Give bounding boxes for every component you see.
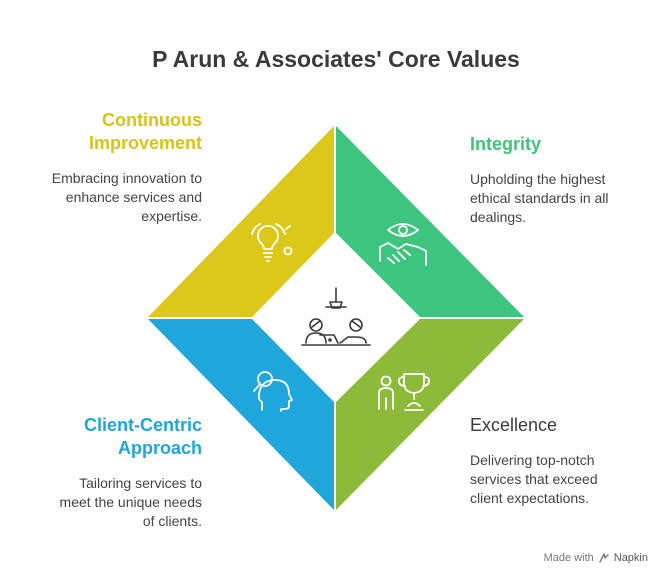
- quadrant-integrity: [336, 126, 524, 317]
- heading-line: Client-Centric: [83, 415, 202, 435]
- meeting-people-icon: [301, 287, 371, 346]
- desc-line: enhance services and: [65, 189, 202, 205]
- heading-line: Continuous: [102, 110, 202, 130]
- page-title: P Arun & Associates' Core Values: [152, 46, 520, 72]
- desc-line: expertise.: [141, 208, 202, 224]
- value-integrity: Integrity Upholding the highest ethical …: [470, 133, 655, 227]
- desc-line: Upholding the highest: [470, 171, 606, 187]
- lightbulb-icon: [251, 223, 293, 262]
- desc-integrity: Upholding the highest ethical standards …: [470, 170, 655, 227]
- eye-handshake-icon: [379, 223, 427, 266]
- person-trophy-icon: [378, 373, 431, 411]
- desc-line: client expectations.: [470, 490, 590, 506]
- quadrant-continuous-improvement: [148, 126, 334, 317]
- desc-line: Embracing innovation to: [51, 170, 202, 186]
- heading-line: Approach: [117, 438, 202, 458]
- desc-client-centric: Tailoring services to meet the unique ne…: [20, 474, 202, 531]
- desc-line: Delivering top-notch: [470, 452, 595, 468]
- heading-continuous-improvement: Continuous Improvement: [20, 109, 202, 155]
- made-with-label: Made with: [543, 552, 594, 564]
- value-client-centric: Client-Centric Approach Tailoring servic…: [20, 414, 202, 531]
- heading-excellence: Excellence: [470, 415, 558, 435]
- napkin-brand: Napkin: [613, 552, 648, 564]
- heading-client-centric: Client-Centric Approach: [20, 414, 202, 460]
- value-excellence: Excellence Delivering top-notch services…: [470, 414, 655, 508]
- desc-line: dealings.: [470, 209, 527, 225]
- heading-line: Improvement: [88, 133, 202, 153]
- quadrant-client-centric: [148, 319, 334, 510]
- desc-excellence: Delivering top-notch services that excee…: [470, 451, 655, 508]
- napkin-watermark: Made with Napkin: [544, 552, 648, 564]
- desc-line: meet the unique needs: [59, 494, 202, 510]
- value-continuous-improvement: Continuous Improvement Embracing innovat…: [20, 109, 202, 226]
- head-magnifier-icon: [253, 371, 293, 412]
- desc-line: services that exceed: [470, 471, 598, 487]
- napkin-logo-icon: [599, 553, 609, 563]
- desc-line: of clients.: [142, 513, 202, 529]
- desc-line: Tailoring services to: [79, 475, 202, 491]
- desc-continuous-improvement: Embracing innovation to enhance services…: [20, 169, 202, 226]
- quadrant-excellence: [336, 319, 524, 510]
- heading-integrity: Integrity: [470, 134, 542, 154]
- desc-line: ethical standards in all: [470, 190, 609, 206]
